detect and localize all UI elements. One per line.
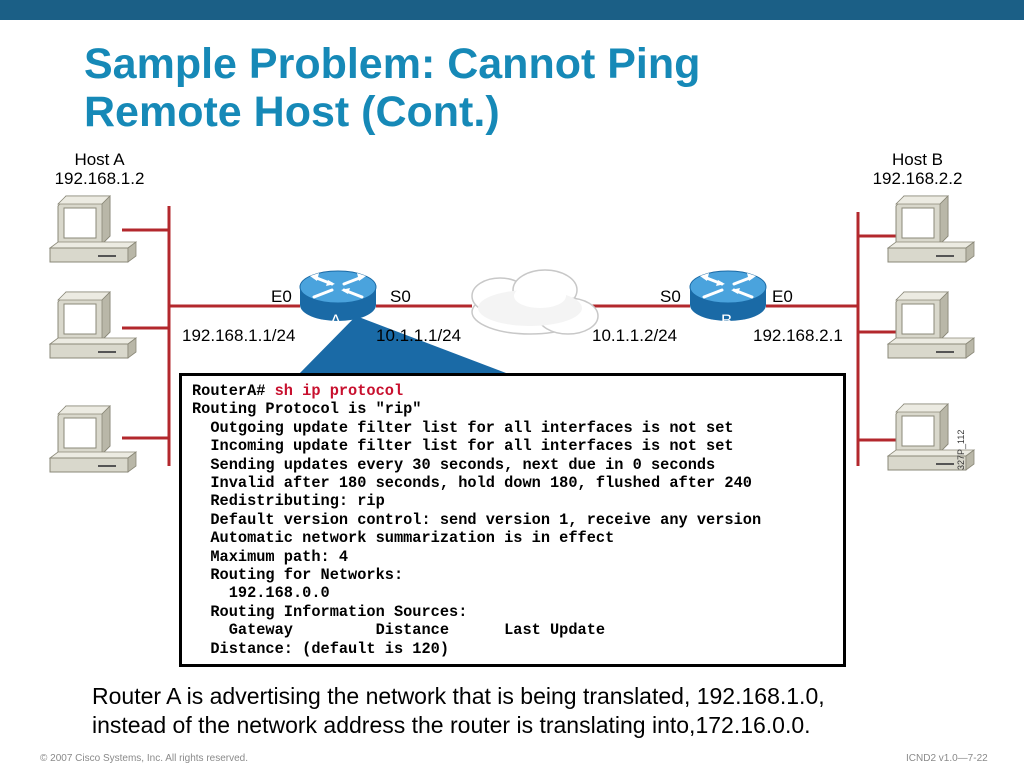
console-line: Gateway Distance Last Update bbox=[192, 621, 606, 640]
router-a-e0-ip: 192.168.1.1/24 bbox=[182, 326, 296, 345]
slide-title: Sample Problem: Cannot Ping Remote Host … bbox=[84, 40, 884, 136]
slide-title-line2: Remote Host (Cont.) bbox=[84, 88, 500, 136]
console-text: RouterA# sh ip protocol Routing Protocol… bbox=[182, 376, 843, 658]
host-b-ip: 192.168.2.2 bbox=[872, 169, 963, 188]
figure-id: 327P_112 bbox=[956, 429, 966, 470]
console-prompt: RouterA# bbox=[192, 382, 275, 400]
console-line: Default version control: send version 1,… bbox=[192, 510, 762, 529]
explanation-text: Router A is advertising the network that… bbox=[92, 682, 992, 740]
router-a-e0-label: E0 bbox=[271, 287, 292, 306]
pc-icon bbox=[887, 291, 975, 359]
explanation-line1: Router A is advertising the network that… bbox=[92, 683, 825, 709]
explanation-line2: instead of the network address the route… bbox=[92, 712, 811, 738]
router-b-label: B bbox=[721, 311, 733, 330]
router-a-label: A bbox=[330, 311, 342, 330]
callout-pointer bbox=[297, 316, 514, 376]
console-line: Redistributing: rip bbox=[192, 492, 385, 511]
console-line: Distance: (default is 120) bbox=[192, 639, 450, 658]
console-line: Routing for Networks: bbox=[192, 566, 404, 585]
router-b-e0-ip: 192.168.2.1 bbox=[753, 326, 843, 345]
router-b-e0-label: E0 bbox=[772, 287, 793, 306]
console-line: Automatic network summarization is in ef… bbox=[192, 529, 615, 548]
router-b-s0-label: S0 bbox=[660, 287, 681, 306]
slide-title-line1: Sample Problem: Cannot Ping bbox=[84, 40, 701, 88]
pc-icon bbox=[49, 291, 137, 359]
lan-a-segment bbox=[122, 206, 300, 466]
console-line: Incoming update filter list for all inte… bbox=[192, 437, 734, 456]
top-banner bbox=[0, 0, 1024, 20]
console-line: 192.168.0.0 bbox=[192, 584, 330, 603]
console-command: sh ip protocol bbox=[274, 382, 404, 400]
copyright-footer: © 2007 Cisco Systems, Inc. All rights re… bbox=[40, 753, 249, 764]
router-b-s0-ip: 10.1.1.2/24 bbox=[592, 326, 678, 345]
host-b-name: Host B bbox=[891, 150, 944, 169]
host-a-name: Host A bbox=[74, 150, 125, 169]
console-line: Routing Information Sources: bbox=[192, 602, 468, 621]
router-a-s0-ip: 10.1.1.1/24 bbox=[376, 326, 462, 345]
router-a-s0-label: S0 bbox=[390, 287, 411, 306]
slide-number-footer: ICND2 v1.0—7-22 bbox=[906, 753, 988, 764]
console-line: Routing Protocol is "rip" bbox=[192, 400, 422, 419]
console-line: Sending updates every 30 seconds, next d… bbox=[192, 455, 716, 474]
host-b-pc-icon bbox=[887, 195, 975, 263]
host-a-ip: 192.168.1.2 bbox=[54, 169, 145, 188]
lan-b-segment bbox=[766, 212, 900, 466]
console-line: Invalid after 180 seconds, hold down 180… bbox=[192, 474, 752, 493]
console-line: Maximum path: 4 bbox=[192, 547, 349, 566]
console-output: RouterA# sh ip protocol Routing Protocol… bbox=[179, 373, 846, 667]
cloud-icon bbox=[471, 269, 599, 335]
console-line: Outgoing update filter list for all inte… bbox=[192, 418, 734, 437]
